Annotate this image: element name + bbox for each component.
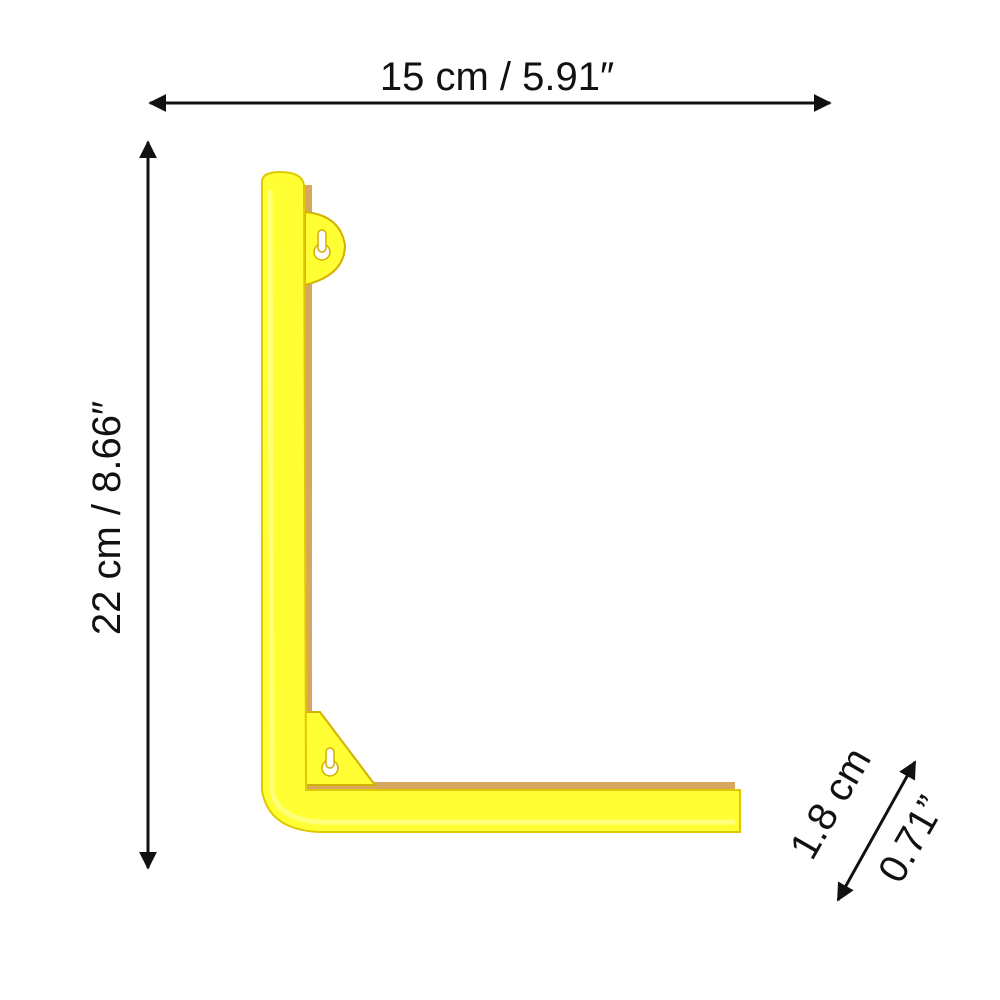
bracket-shadow [300, 185, 735, 800]
width-dimension: 15 cm / 5.91″ [148, 55, 832, 112]
bracket-icon [261, 170, 741, 833]
height-label: 22 cm / 8.66″ [85, 401, 129, 635]
bracket-body [261, 170, 741, 833]
height-dimension: 22 cm / 8.66″ [85, 140, 157, 870]
thickness-label-cm: 1.8 cm [782, 741, 880, 867]
width-label: 15 cm / 5.91″ [380, 55, 614, 99]
thickness-arrow [836, 760, 917, 902]
thickness-dimension: 1.8 cm 0.71” [782, 741, 954, 902]
mount-hole-icon [304, 711, 378, 786]
bracket-highlight [267, 189, 735, 825]
mount-hole-icon [304, 210, 347, 287]
thickness-label-in: 0.71” [870, 789, 954, 890]
